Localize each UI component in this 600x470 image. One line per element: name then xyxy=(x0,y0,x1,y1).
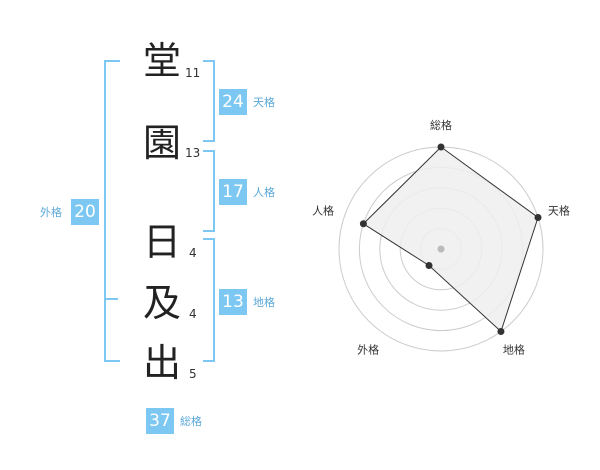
radar-point-2 xyxy=(534,213,542,221)
tenkaku-badge: 24 xyxy=(219,89,247,115)
gaikaku-bracket-tick xyxy=(104,298,118,300)
radar-axis-label: 外格 xyxy=(357,342,379,356)
soukaku-badge: 37 xyxy=(146,408,174,434)
jinkaku-badge: 17 xyxy=(219,179,247,205)
radar-point-5 xyxy=(359,220,367,228)
stroke-count-2: 13 xyxy=(185,146,201,160)
radar-axis-label: 人格 xyxy=(312,204,334,218)
stroke-count-4: 4 xyxy=(189,307,197,321)
name-char-1: 堂 xyxy=(142,39,181,83)
radar-axis-label: 地格 xyxy=(503,342,525,356)
tenkaku-bracket xyxy=(203,60,215,142)
tenkaku-label: 天格 xyxy=(253,96,275,109)
name-char-2: 園 xyxy=(142,121,181,165)
radar-data-polygon xyxy=(362,146,539,333)
name-char-5: 出 xyxy=(142,341,181,385)
name-char-4: 及 xyxy=(142,281,181,325)
gaikaku-label: 外格 xyxy=(40,206,62,219)
radar-point-4 xyxy=(425,262,433,270)
chikaku-label: 地格 xyxy=(253,296,275,309)
radar-point-1 xyxy=(437,143,445,151)
name-char-3: 日 xyxy=(142,220,181,264)
radar-point-3 xyxy=(497,328,505,336)
chikaku-bracket xyxy=(203,238,215,362)
chikaku-badge: 13 xyxy=(219,289,247,315)
soukaku-label: 総格 xyxy=(180,415,202,428)
gaikaku-bracket xyxy=(104,60,120,362)
jinkaku-bracket xyxy=(203,150,215,232)
radar-axis-label: 天格 xyxy=(548,204,570,218)
radar-center-dot xyxy=(437,245,445,253)
gaikaku-badge: 20 xyxy=(71,199,99,225)
stroke-count-5: 5 xyxy=(189,367,197,381)
stroke-count-1: 11 xyxy=(185,66,201,80)
radar-axis-label: 総格 xyxy=(430,118,452,132)
jinkaku-label: 人格 xyxy=(253,186,275,199)
stroke-count-3: 4 xyxy=(189,246,197,260)
